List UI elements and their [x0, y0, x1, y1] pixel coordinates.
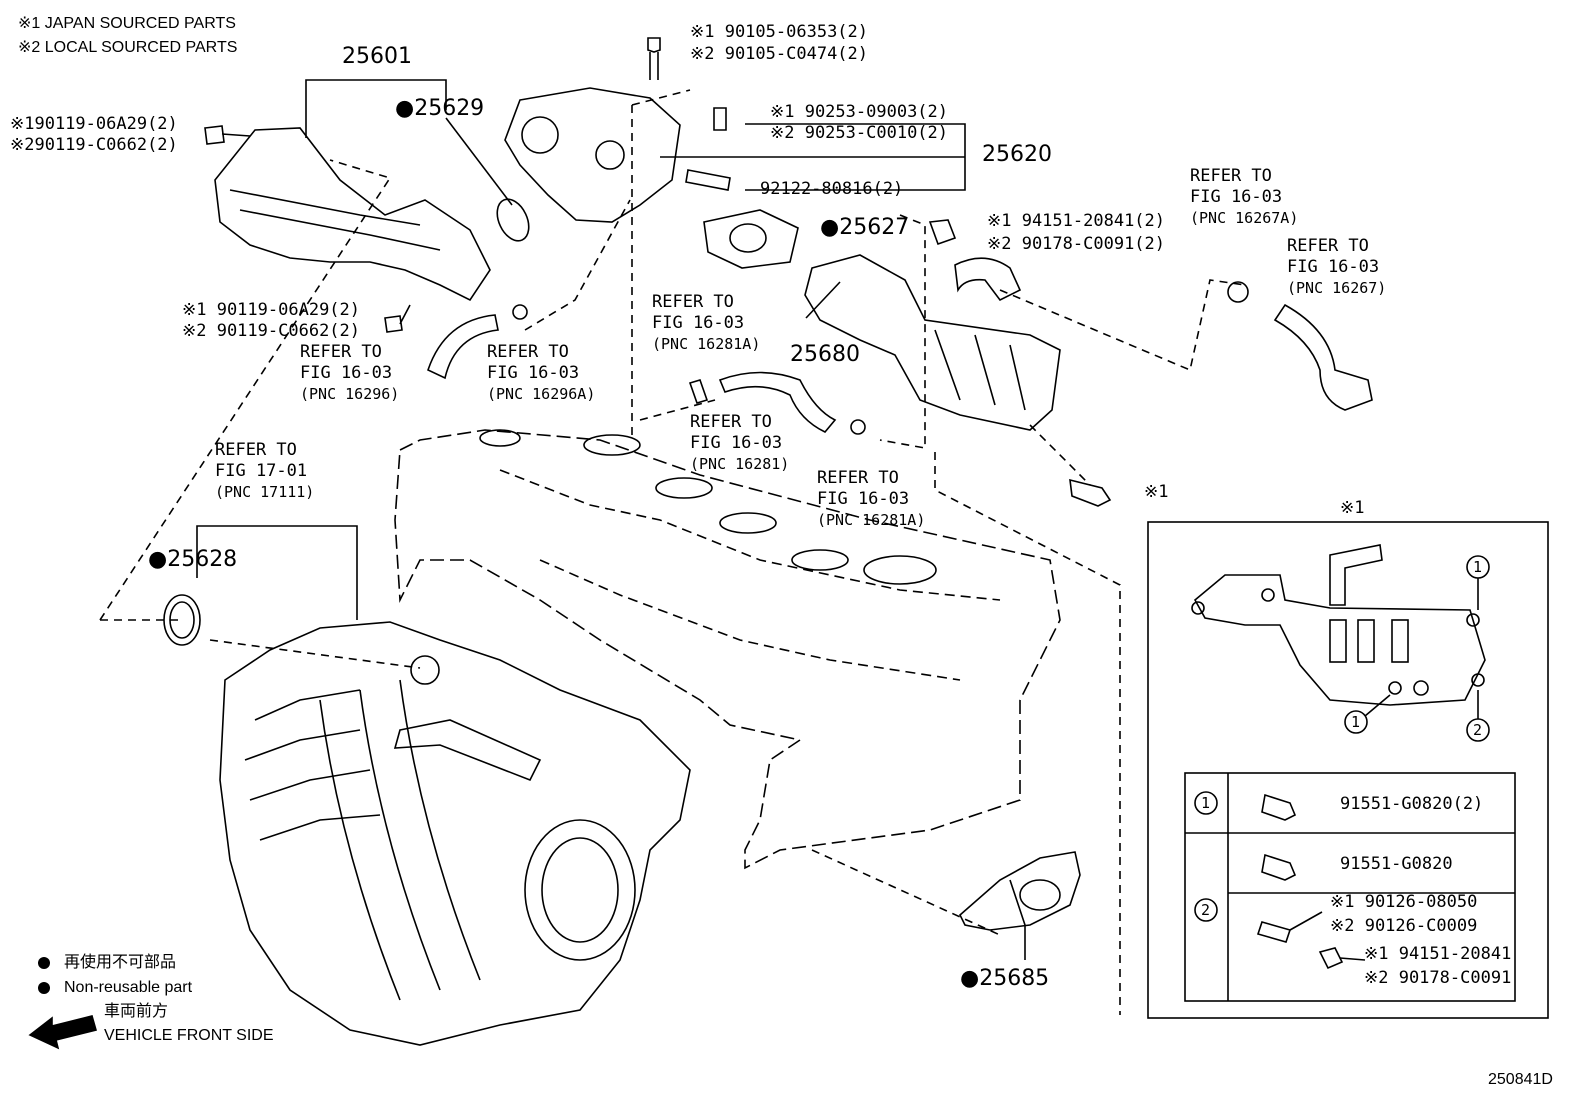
bolt-callout-4a[interactable]: ※1 90253-09003(2)	[770, 102, 949, 122]
note-japan: ※1 JAPAN SOURCED PARTS	[18, 15, 236, 32]
note-local: ※2 LOCAL SOURCED PARTS	[18, 39, 238, 56]
table-row2-part-b2[interactable]: ※2 90126-C0009	[1330, 916, 1478, 936]
inset-title: ※1	[1340, 498, 1365, 518]
gasket-25627	[703, 209, 799, 269]
legend-en: Non-reusable part	[64, 979, 193, 996]
bolt-callout-2a[interactable]: ※1 90119-06A29(2)	[182, 300, 361, 320]
table-bolt-2	[1261, 853, 1297, 881]
engine-block-outline	[394, 429, 1061, 870]
table-row2-id: 2	[1201, 901, 1211, 919]
inset-marker-1b	[1344, 710, 1368, 734]
inset-cooler	[1193, 574, 1486, 706]
inset-table	[1184, 772, 1516, 1002]
bolt-cooler	[1069, 478, 1112, 507]
table-bolt-1	[1261, 793, 1297, 821]
bolt-callout-2b[interactable]: ※2 90119-C0662(2)	[182, 321, 361, 341]
inset-marker-1b-label: 1	[1351, 713, 1361, 731]
bolt-callout-1a[interactable]: ※190119-06A29(2)	[10, 114, 178, 134]
table-row2-part-b1[interactable]: ※1 90126-08050	[1330, 892, 1478, 912]
table-nut	[1318, 947, 1344, 970]
table-row2-part-a[interactable]: 91551-G0820	[1340, 854, 1453, 874]
egr-valve	[504, 87, 681, 223]
part-25620[interactable]: 25620	[982, 142, 1052, 167]
front-arrow-shape	[28, 1015, 97, 1050]
hose-16267	[1273, 303, 1373, 411]
table-stud	[1256, 921, 1292, 943]
bolt-callout-6b[interactable]: ※2 90178-C0091(2)	[987, 234, 1166, 254]
bolt-callout-6a[interactable]: ※1 94151-20841(2)	[987, 211, 1166, 231]
inset-marker-1a-label: 1	[1473, 558, 1483, 576]
figure-id: 250841D	[1488, 1071, 1553, 1088]
bolt-callout-3a[interactable]: ※1 90105-06353(2)	[690, 22, 869, 42]
bolt-left-2	[384, 304, 411, 333]
leader-25685	[1009, 879, 1026, 960]
bolt-callout-1b[interactable]: ※290119-C0662(2)	[10, 135, 178, 155]
gasket-25629	[496, 198, 530, 242]
bolt-callout-5[interactable]: 92122-80816(2)	[760, 179, 904, 199]
throttle-body	[524, 819, 636, 961]
table-row1-id: 1	[1201, 794, 1211, 812]
hose-16296	[427, 314, 499, 380]
hose-16281	[718, 371, 837, 433]
bracket-17111	[196, 525, 358, 620]
inset-frame	[1147, 521, 1549, 1019]
part-25628[interactable]: ●25628	[148, 547, 238, 572]
part-25685[interactable]: ●25685	[960, 966, 1050, 991]
part-25601[interactable]: 25601	[342, 44, 412, 69]
part-25680[interactable]: 25680	[790, 342, 860, 367]
egr-pipe-25601	[214, 127, 491, 302]
front-side-en: VEHICLE FRONT SIDE	[104, 1027, 274, 1044]
bracket-25601	[305, 79, 447, 138]
legend-jp: 再使用不可部品	[64, 954, 177, 971]
table-row1-part[interactable]: 91551-G0820(2)	[1340, 794, 1484, 814]
leader-25629	[445, 117, 513, 206]
part-25629[interactable]: ●25629	[395, 96, 485, 121]
table-row2-part-c1[interactable]: ※1 94151-20841	[1364, 944, 1512, 964]
sleeve-90253	[713, 107, 727, 131]
stud-92122	[685, 169, 731, 191]
bolt-callout-4b[interactable]: ※2 90253-C0010(2)	[770, 123, 949, 143]
intake-manifold	[219, 621, 691, 1046]
inset-marker-2-label: 2	[1473, 721, 1483, 739]
gasket-25628	[163, 594, 201, 646]
bolt-callout-3b[interactable]: ※2 90105-C0474(2)	[690, 44, 869, 64]
bolt-left-1	[204, 125, 251, 145]
gasket-25685	[959, 851, 1081, 931]
front-side-jp: 車両前方	[104, 1003, 169, 1020]
part-25627[interactable]: ●25627	[820, 215, 910, 240]
table-row2-part-c2[interactable]: ※2 90178-C0091	[1364, 968, 1512, 988]
egr-cooler	[804, 254, 1061, 431]
bolt-top	[647, 37, 661, 80]
nut-94151	[928, 219, 957, 246]
leader-25680	[805, 281, 841, 319]
bolt-callout-7[interactable]: ※1	[1144, 482, 1169, 502]
